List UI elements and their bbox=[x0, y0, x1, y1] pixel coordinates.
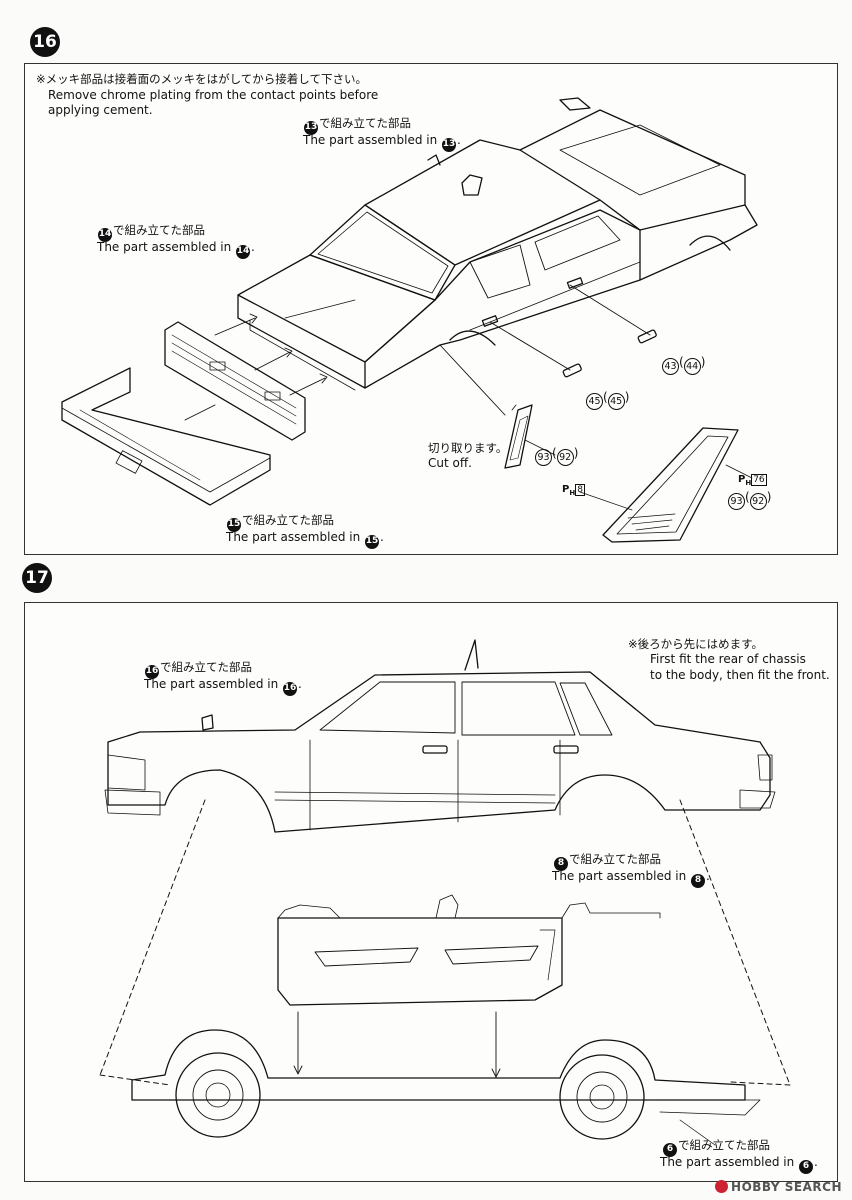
step16-note-en-line1: Remove chrome plating from the contact p… bbox=[48, 88, 379, 102]
cutoff-label-jp: 切り取ります。 bbox=[428, 441, 508, 455]
step17-note-en-line1: First fit the rear of chassis bbox=[650, 652, 806, 666]
step-16-badge: 16 bbox=[30, 27, 60, 57]
part-14-badge: 14 bbox=[98, 227, 112, 242]
part-93-a: 93 bbox=[535, 449, 552, 466]
label-8-en: The part assembled in bbox=[552, 869, 687, 883]
part-92-b: 92 bbox=[749, 493, 767, 510]
quarter-window-small bbox=[504, 404, 533, 469]
interior-part bbox=[277, 894, 661, 1006]
ph76-sub: H bbox=[745, 479, 752, 487]
label-part-8-en: The part assembled in 8. bbox=[552, 869, 710, 888]
door-handle-parts bbox=[562, 329, 657, 378]
label-14-en: The part assembled in bbox=[97, 240, 232, 254]
part-8-badge: 8 bbox=[554, 856, 568, 871]
step-17-panel bbox=[24, 602, 838, 1182]
assembly-arrows-17 bbox=[293, 1011, 501, 1078]
chassis-part bbox=[131, 1029, 761, 1140]
label-15-jp: で組み立てた部品 bbox=[242, 513, 334, 527]
watermark-text: HOBBY SEARCH bbox=[731, 1180, 842, 1194]
step-16-panel bbox=[24, 63, 838, 555]
part-16-badge-en: 16 bbox=[283, 681, 298, 696]
car-body-side-view bbox=[104, 639, 776, 833]
label-6-jp: で組み立てた部品 bbox=[678, 1138, 770, 1152]
part-15-badge: 15 bbox=[227, 517, 241, 532]
step-17-badge: 17 bbox=[22, 563, 52, 593]
quarter-window-large bbox=[602, 427, 739, 543]
label-part-15-en: The part assembled in 15. bbox=[226, 530, 384, 549]
label-6-en: The part assembled in bbox=[660, 1155, 795, 1169]
label-14-jp: で組み立てた部品 bbox=[113, 223, 205, 237]
step16-note-jp: ※メッキ部品は接着面のメッキをはがしてから接着して下さい。 bbox=[36, 72, 367, 86]
part-13-badge-en: 13 bbox=[442, 137, 457, 152]
label-15-en: The part assembled in bbox=[226, 530, 361, 544]
car-body-top-view bbox=[237, 97, 758, 391]
ph8-box: 8 bbox=[575, 484, 585, 496]
part-92-a: 92 bbox=[556, 449, 574, 466]
part-13-badge: 13 bbox=[304, 120, 318, 135]
part-14-badge-en: 14 bbox=[236, 244, 251, 259]
part-16-badge: 16 bbox=[145, 664, 159, 679]
part-45-b: 45 bbox=[607, 393, 625, 410]
label-part-13-en: The part assembled in 13. bbox=[303, 133, 461, 152]
grille-part bbox=[164, 321, 306, 441]
part-6-badge: 6 bbox=[663, 1142, 677, 1157]
step17-note-en-line2: to the body, then fit the front. bbox=[650, 668, 830, 682]
assembly-arrows-16 bbox=[184, 284, 651, 421]
label-16-jp: で組み立てた部品 bbox=[160, 660, 252, 674]
watermark: HOBBY SEARCH bbox=[715, 1180, 842, 1194]
cutoff-label-en: Cut off. bbox=[428, 456, 472, 470]
label-part-16-en: The part assembled in 16. bbox=[144, 677, 302, 696]
alignment-guides bbox=[99, 799, 791, 1086]
ph8-sub: H bbox=[569, 489, 576, 497]
watermark-logo-icon bbox=[715, 1180, 729, 1193]
part-93-b: 93 bbox=[728, 493, 745, 510]
part-number-43-44: 43(44) bbox=[662, 355, 705, 375]
part-43: 43 bbox=[662, 358, 679, 375]
part-number-93-92-b: 93(92) bbox=[728, 490, 771, 510]
label-13-en: The part assembled in bbox=[303, 133, 438, 147]
part-6-badge-en: 6 bbox=[799, 1159, 814, 1174]
part-44: 44 bbox=[683, 358, 701, 375]
step17-note-jp: ※後ろから先にはめます。 bbox=[628, 637, 763, 651]
label-8-jp: で組み立てた部品 bbox=[569, 852, 661, 866]
part-number-45: 45(45) bbox=[586, 390, 629, 410]
label-part-14-en: The part assembled in 14. bbox=[97, 240, 255, 259]
ph8-prefix: P bbox=[562, 484, 570, 495]
ph76-box: 76 bbox=[751, 474, 767, 486]
label-part-6-en: The part assembled in 6. bbox=[660, 1155, 818, 1174]
label-16-en: The part assembled in bbox=[144, 677, 279, 691]
bumper-part bbox=[61, 367, 271, 506]
part-45-a: 45 bbox=[586, 393, 603, 410]
part-number-93-92-a: 93(92) bbox=[535, 446, 578, 466]
part-15-badge-en: 15 bbox=[365, 534, 380, 549]
label-13-jp: で組み立てた部品 bbox=[319, 116, 411, 130]
part-8-badge-en: 8 bbox=[691, 873, 706, 888]
ph76-prefix: P bbox=[738, 474, 746, 485]
step16-note-en-line2: applying cement. bbox=[48, 103, 153, 117]
